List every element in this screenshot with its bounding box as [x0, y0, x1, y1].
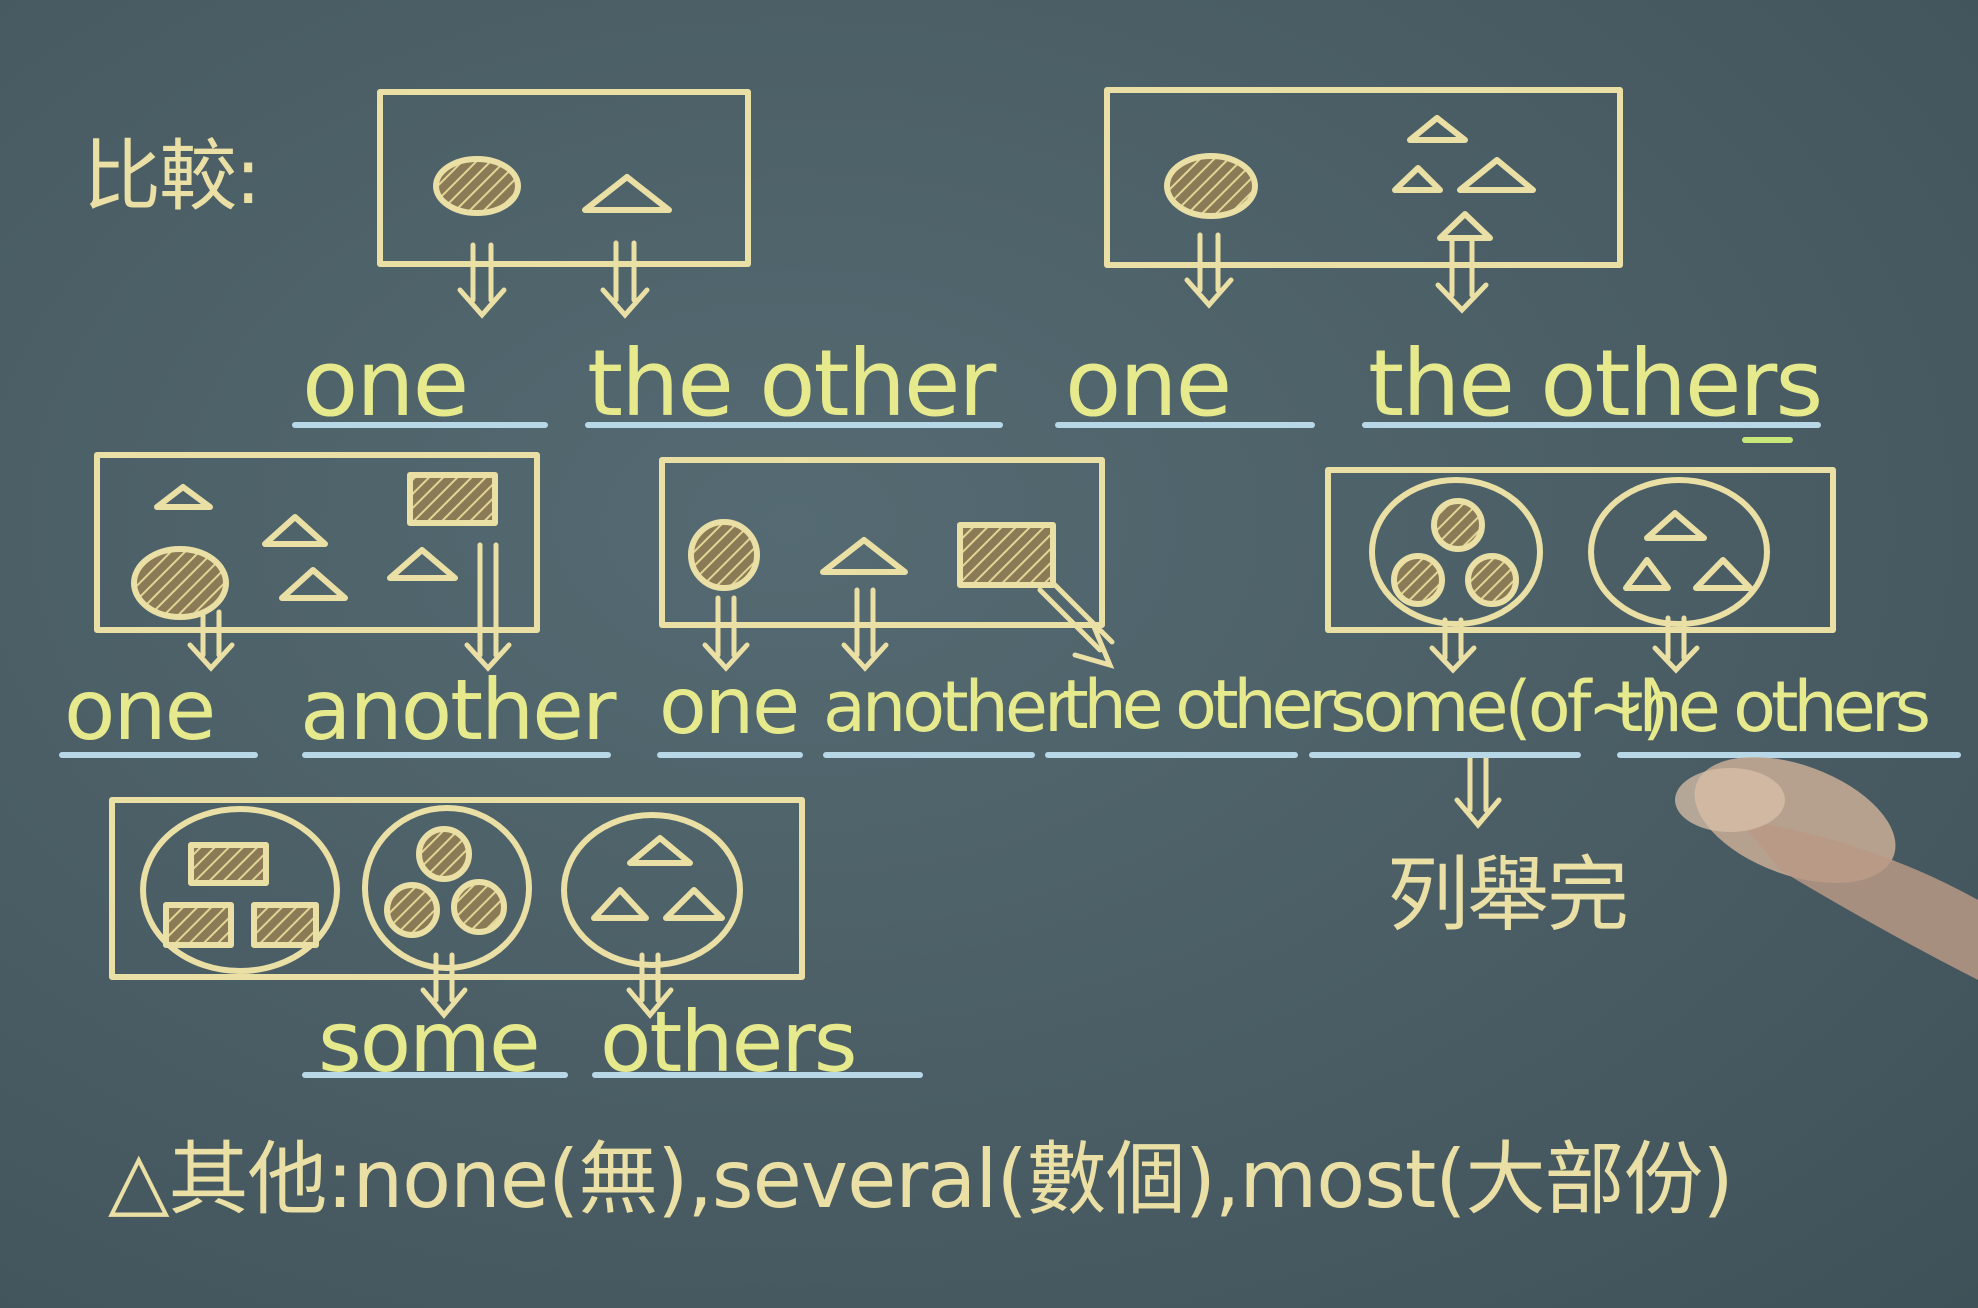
box-one-another-the-other: [659, 457, 1105, 628]
label-one: one: [64, 661, 216, 759]
triangle: [1407, 115, 1468, 143]
group-circle: [362, 805, 532, 971]
label-the-other: the other: [587, 330, 996, 437]
group-circle: [561, 812, 743, 968]
group-circle: [140, 806, 340, 974]
group-circle: [1588, 477, 1770, 627]
hatched-oval: [1164, 153, 1258, 219]
triangle: [1437, 211, 1493, 241]
box-some-the-others: [1325, 467, 1836, 633]
box-some-others: [109, 797, 805, 980]
hatched-oval: [131, 546, 229, 620]
label-others: others: [600, 993, 858, 1091]
label-the-others: the others: [1616, 666, 1931, 748]
hatched-rectangle: [957, 522, 1056, 588]
triangle: [582, 174, 672, 213]
triangle: [1644, 510, 1707, 541]
triangle: [1457, 157, 1536, 193]
label-some: some: [318, 993, 541, 1091]
triangle: [591, 887, 649, 921]
triangle: [154, 484, 213, 510]
triangle: [1623, 557, 1671, 591]
footnote-others: △其他:none(無),several(數個),most(大部份): [108, 1133, 1734, 1226]
label-the-others: the others: [1368, 330, 1823, 437]
box-one-the-other: [377, 89, 751, 267]
title-comparison: 比較:: [83, 132, 261, 222]
triangle: [820, 537, 908, 575]
label-one: one: [302, 330, 469, 437]
group-circle: [1369, 477, 1543, 627]
box-one-the-others: [1104, 87, 1623, 268]
box-one-another: [94, 452, 540, 633]
label-one: one: [1065, 330, 1232, 437]
label-the-other: the other: [1062, 666, 1336, 745]
label-one: one: [659, 662, 800, 752]
triangle: [663, 887, 725, 921]
triangle: [279, 567, 348, 601]
triangle: [627, 835, 693, 866]
triangle: [262, 514, 328, 547]
hatched-circle: [688, 519, 760, 591]
label-list-complete: 列舉完: [1387, 848, 1629, 943]
label-another: another: [300, 661, 616, 759]
triangle: [1693, 557, 1753, 591]
hatched-oval: [433, 156, 521, 216]
hand-shape: [1675, 757, 1978, 980]
triangle: [1392, 165, 1443, 193]
label-another: another: [823, 666, 1073, 748]
hatched-rectangle: [407, 472, 498, 526]
triangle: [387, 547, 458, 581]
label-some-of: some(of~): [1330, 666, 1669, 748]
